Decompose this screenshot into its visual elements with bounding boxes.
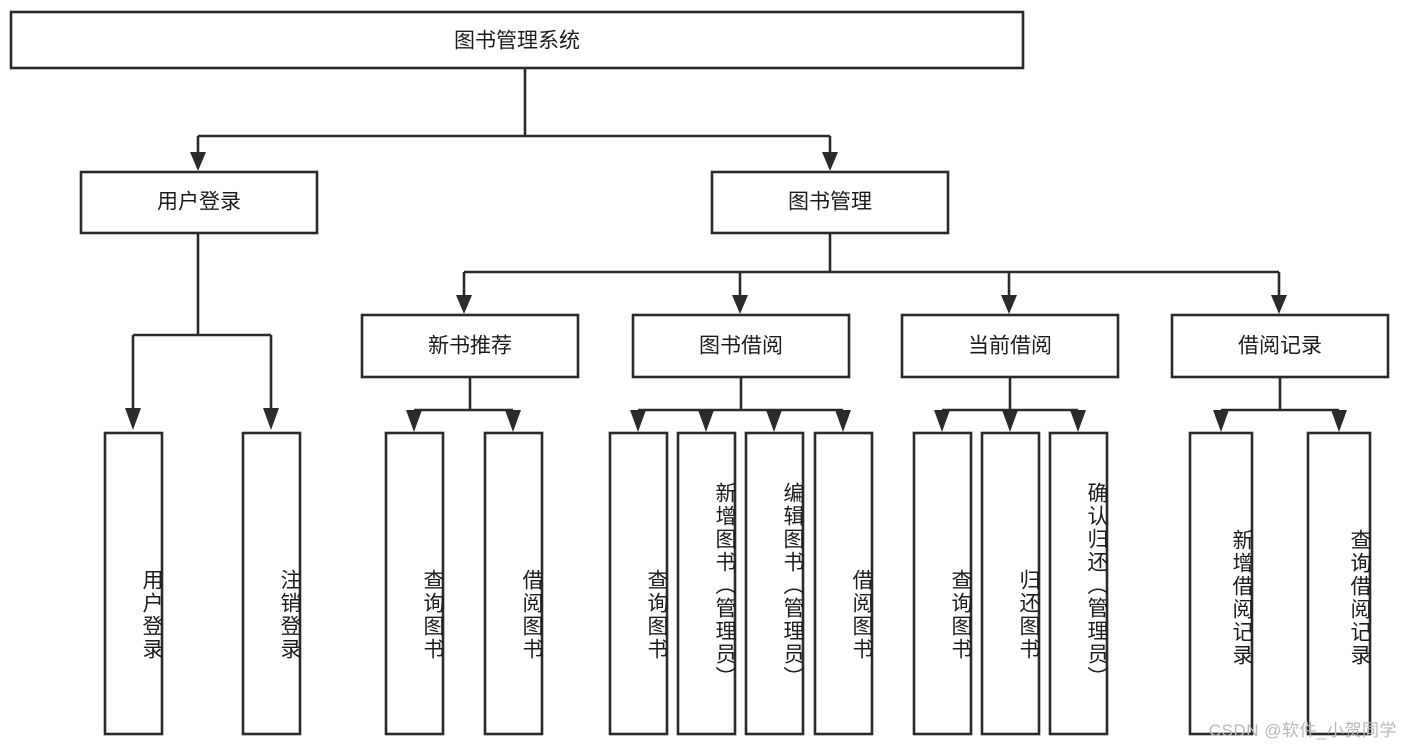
arrow-to-book-manage-icon xyxy=(822,152,838,171)
leaf-new-book-borrow-box[interactable] xyxy=(483,431,544,736)
arrow-to-new-book-icon xyxy=(456,295,472,314)
node-user-login-label: 用户登录 xyxy=(157,191,241,214)
leaf-current-borrow-query-box[interactable] xyxy=(912,431,973,736)
leaf-book-borrow-query-box[interactable] xyxy=(608,431,669,736)
arrow-current-borrow-leaf1-icon xyxy=(934,410,950,432)
node-book-borrow-box[interactable] xyxy=(631,313,851,379)
arrow-book-borrow-leaf4-icon xyxy=(835,410,851,432)
arrow-user-login-leaf1-icon xyxy=(125,408,141,430)
node-current-borrow-box[interactable] xyxy=(900,313,1120,379)
arrow-book-borrow-leaf2-icon xyxy=(698,410,714,432)
arrow-new-book-leaf1-icon xyxy=(406,410,422,432)
arrow-borrow-record-leaf2-icon xyxy=(1331,410,1347,432)
node-new-book-recommend-box[interactable] xyxy=(360,313,580,379)
leaf-current-borrow-return-box[interactable] xyxy=(980,431,1041,736)
leaf-user-login-login-box[interactable] xyxy=(103,431,164,736)
leaf-current-borrow-confirm-box[interactable] xyxy=(1048,431,1109,736)
leaf-book-borrow-add-box[interactable] xyxy=(676,431,737,736)
leaf-book-borrow-edit-box[interactable] xyxy=(744,431,805,736)
node-book-manage-box[interactable] xyxy=(710,170,950,235)
node-book-borrow[interactable]: 图书借阅 xyxy=(631,313,851,379)
arrow-to-user-login-icon xyxy=(190,152,206,171)
node-layer: 图书管理系统 用户登录 图书管理 新书推荐 图书借阅 xyxy=(9,10,1390,736)
node-borrow-record-box[interactable] xyxy=(1170,313,1390,379)
arrow-to-current-borrow-icon xyxy=(1001,295,1017,314)
node-book-manage-label: 图书管理 xyxy=(788,191,872,214)
node-new-book-recommend-label: 新书推荐 xyxy=(428,335,512,358)
node-book-manage[interactable]: 图书管理 xyxy=(710,170,950,235)
connector-layer xyxy=(125,69,1347,432)
node-user-login-box[interactable] xyxy=(79,170,319,235)
node-current-borrow-label: 当前借阅 xyxy=(968,335,1052,358)
node-new-book-recommend[interactable]: 新书推荐 xyxy=(360,313,580,379)
leaf-book-borrow-borrow-box[interactable] xyxy=(813,431,874,736)
arrow-to-book-borrow-icon xyxy=(732,295,748,314)
node-current-borrow[interactable]: 当前借阅 xyxy=(900,313,1120,379)
arrow-user-login-leaf2-icon xyxy=(263,408,279,430)
node-borrow-record[interactable]: 借阅记录 xyxy=(1170,313,1390,379)
node-root-label: 图书管理系统 xyxy=(454,30,580,53)
watermark-text: CSDN @软件_小贺同学 xyxy=(1208,721,1397,740)
node-root-box[interactable] xyxy=(9,10,1025,70)
leaf-user-login-logout-box[interactable] xyxy=(241,431,302,736)
arrow-new-book-leaf2-icon xyxy=(505,410,521,432)
node-user-login[interactable]: 用户登录 xyxy=(79,170,319,235)
arrow-current-borrow-leaf3-icon xyxy=(1070,410,1086,432)
node-root[interactable]: 图书管理系统 xyxy=(9,10,1025,70)
leaf-new-book-query-box[interactable] xyxy=(384,431,445,736)
node-borrow-record-label: 借阅记录 xyxy=(1238,335,1322,358)
leaf-borrow-record-query-box[interactable] xyxy=(1306,431,1372,736)
arrow-current-borrow-leaf2-icon xyxy=(1002,410,1018,432)
arrow-to-borrow-record-icon xyxy=(1271,295,1287,314)
arrow-borrow-record-leaf1-icon xyxy=(1213,410,1229,432)
leaf-borrow-record-add-box[interactable] xyxy=(1188,431,1254,736)
node-book-borrow-label: 图书借阅 xyxy=(699,335,783,358)
arrow-book-borrow-leaf3-icon xyxy=(766,410,782,432)
arrow-book-borrow-leaf1-icon xyxy=(630,410,646,432)
